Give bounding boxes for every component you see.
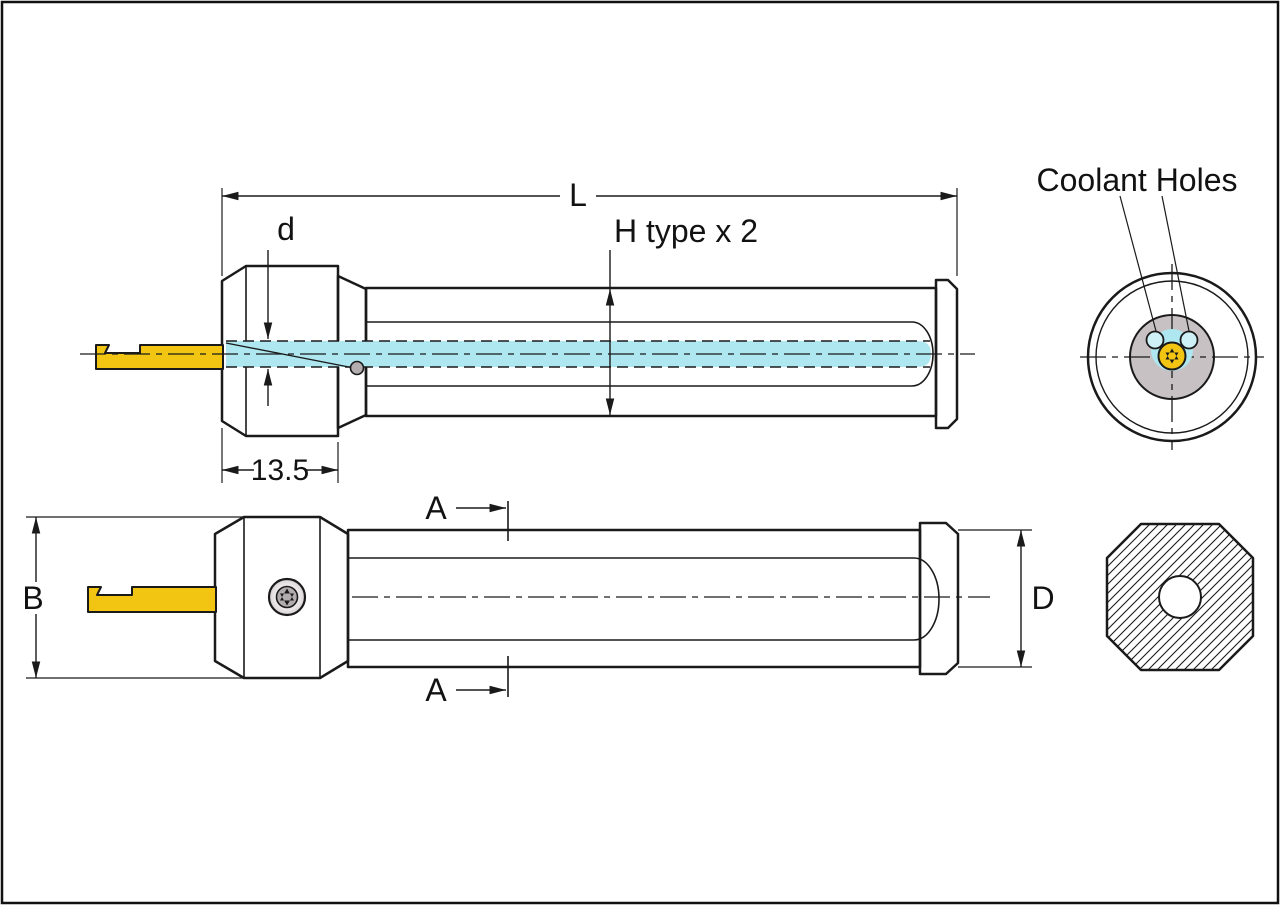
section-a-a-view (1105, 522, 1255, 672)
label-section-a-bottom: A (425, 672, 447, 708)
tool-end-circle (1157, 341, 1187, 371)
dimension-H: H type x 2 (605, 213, 758, 415)
label-coolant-holes: Coolant Holes (1037, 162, 1238, 198)
cutting-tool (95, 344, 224, 370)
label-coolant-spec: H type x 2 (614, 213, 758, 249)
clamp-slot-line (225, 342, 360, 370)
end-flange-bottom (918, 521, 960, 676)
holder-head-bottom (213, 515, 350, 680)
label-section-a-top: A (425, 490, 447, 526)
coolant-hole-right (1179, 330, 1199, 350)
label-height-b: B (22, 580, 43, 616)
cylinder-end-arc (913, 557, 940, 641)
dimension-L: L (221, 177, 958, 276)
coolant-holes-callout: Coolant Holes (1037, 162, 1238, 332)
end-flange (934, 278, 959, 430)
dimension-head-length: 13.5 (221, 428, 339, 487)
top-side-view: L d H type x 2 13.5 (80, 177, 975, 487)
label-head-length: 13.5 (251, 454, 309, 487)
section-bore-hole (1158, 575, 1202, 619)
dimension-d: d (263, 211, 295, 406)
section-marker-bottom: A (425, 656, 509, 708)
torx-screw-icon (280, 588, 294, 606)
clamp-screw (267, 577, 307, 617)
end-view: Coolant Holes (1037, 162, 1264, 450)
label-overall-length: L (569, 177, 587, 213)
bottom-side-view: B D A A (22, 490, 1054, 708)
coolant-hole-left (1145, 330, 1165, 350)
torx-star-icon (1165, 348, 1179, 364)
label-tool-diameter: d (277, 211, 295, 247)
dimension-D: D (958, 529, 1055, 668)
label-shank-diameter: D (1031, 580, 1054, 616)
cutting-tool-bottom (87, 586, 217, 613)
set-screw-ball (349, 360, 365, 376)
dimension-B: B (22, 516, 248, 679)
section-marker-top: A (425, 490, 509, 541)
